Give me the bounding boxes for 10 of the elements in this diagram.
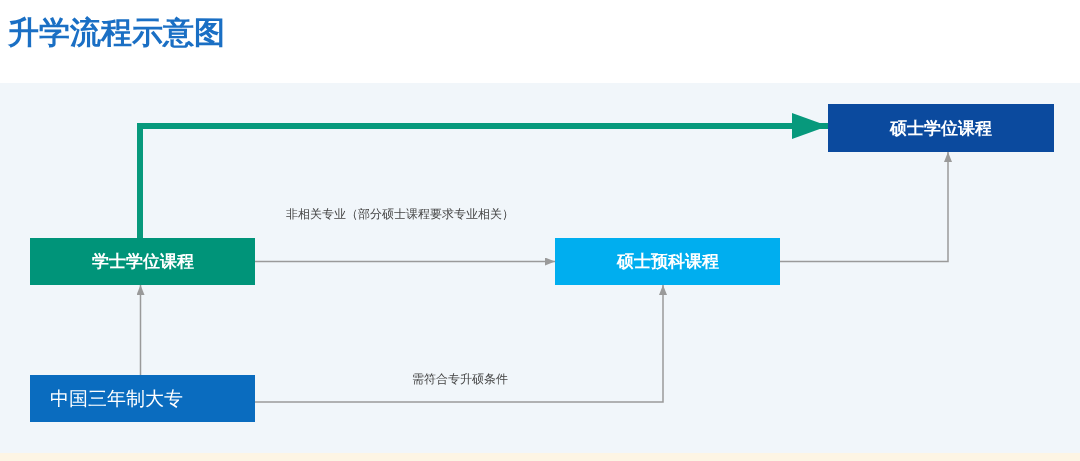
diagram-title: 升学流程示意图: [8, 13, 225, 52]
arrow: [254, 257, 556, 266]
arrow: [137, 113, 828, 238]
process-box: 中国三年制大专: [30, 375, 255, 422]
process-box: 硕士预科课程: [555, 238, 780, 285]
arrow: [136, 284, 145, 376]
arrow: [779, 151, 952, 263]
process-box: 学士学位课程: [30, 238, 255, 285]
process-box: 硕士学位课程: [828, 104, 1054, 152]
arrow: [254, 284, 667, 403]
